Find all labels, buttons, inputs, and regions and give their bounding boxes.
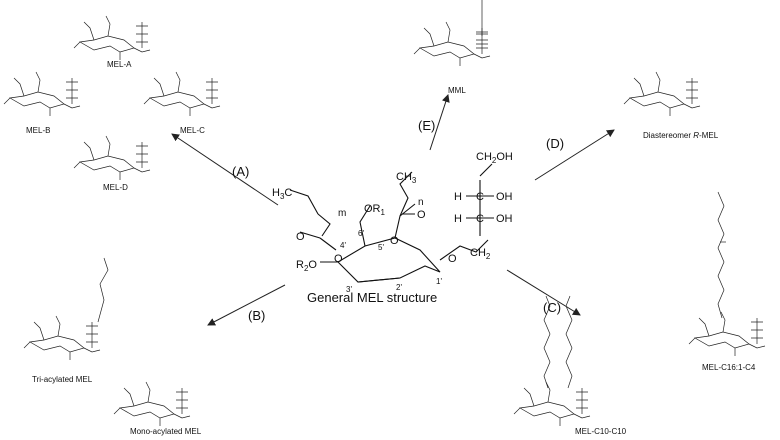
tri-acylated-structure [23, 257, 109, 361]
label-diastereomer: Diastereomer R-MEL [643, 131, 719, 140]
label-mel-a: MEL-A [107, 60, 132, 69]
atom-h3c: H3C [272, 187, 292, 201]
atom-c2: C [476, 213, 484, 225]
diastereomer-structure [623, 71, 701, 117]
atom-o-ring: O [390, 235, 399, 247]
pos-2p: 2' [396, 283, 402, 292]
mel-c16-structure [688, 191, 766, 357]
label-mel-b: MEL-B [26, 126, 50, 135]
mel-d-structure [73, 135, 151, 181]
arrow-label-c: (C) [543, 300, 561, 315]
atom-h1: H [454, 191, 462, 203]
pos-4p: 4' [340, 241, 346, 250]
atom-o-glycosidic: O [448, 253, 457, 265]
atom-ch2-bottom: CH2 [470, 247, 491, 261]
atom-c1: C [476, 191, 484, 203]
arrow-b [207, 284, 286, 326]
label-tri-acylated: Tri-acylated MEL [32, 375, 93, 384]
mel-a-structure [73, 15, 151, 61]
arrow-label-b: (B) [248, 308, 265, 323]
arrow-label-d: (D) [546, 136, 564, 151]
pos-1p: 1' [436, 277, 442, 286]
mel-c-structure [143, 71, 221, 117]
label-mel-c10: MEL-C10-C10 [575, 427, 627, 436]
atom-or1: OR1 [364, 203, 386, 217]
atom-oh1: OH [496, 191, 513, 203]
arrow-e [429, 94, 450, 151]
arrow-a [171, 133, 279, 206]
atom-o-ketone: O [296, 231, 305, 243]
arrow-c [506, 269, 581, 316]
atom-ch3-top: CH3 [396, 171, 417, 185]
label-mel-d: MEL-D [103, 183, 128, 192]
atom-r2o: R2O [296, 259, 317, 273]
mel-c10-structure [513, 295, 591, 427]
label-n: n [418, 197, 424, 208]
mono-acylated-structure [113, 381, 191, 427]
atom-o-ring2: O [334, 253, 343, 265]
atom-ch2oh: CH2OH [476, 151, 513, 165]
atom-o-ester: O [417, 209, 426, 221]
mml-structure [413, 0, 491, 67]
atom-oh2: OH [496, 213, 513, 225]
mel-b-structure [3, 71, 81, 117]
pos-6p: 6' [358, 229, 364, 238]
general-mel-title: General MEL structure [307, 290, 437, 305]
label-m: m [338, 208, 346, 219]
general-mel-structure [289, 163, 494, 283]
label-mel-c16: MEL-C16:1-C4 [702, 363, 756, 372]
arrow-d [534, 129, 615, 181]
label-mml: MML [448, 86, 466, 95]
atom-h2: H [454, 213, 462, 225]
pos-3p: 3' [346, 285, 352, 294]
label-mel-c: MEL-C [180, 126, 205, 135]
arrow-label-e: (E) [418, 118, 435, 133]
pos-5p: 5' [378, 243, 384, 252]
arrow-label-a: (A) [232, 164, 249, 179]
reaction-arrows [171, 94, 615, 326]
label-mono-acylated: Mono-acylated MEL [130, 427, 202, 436]
